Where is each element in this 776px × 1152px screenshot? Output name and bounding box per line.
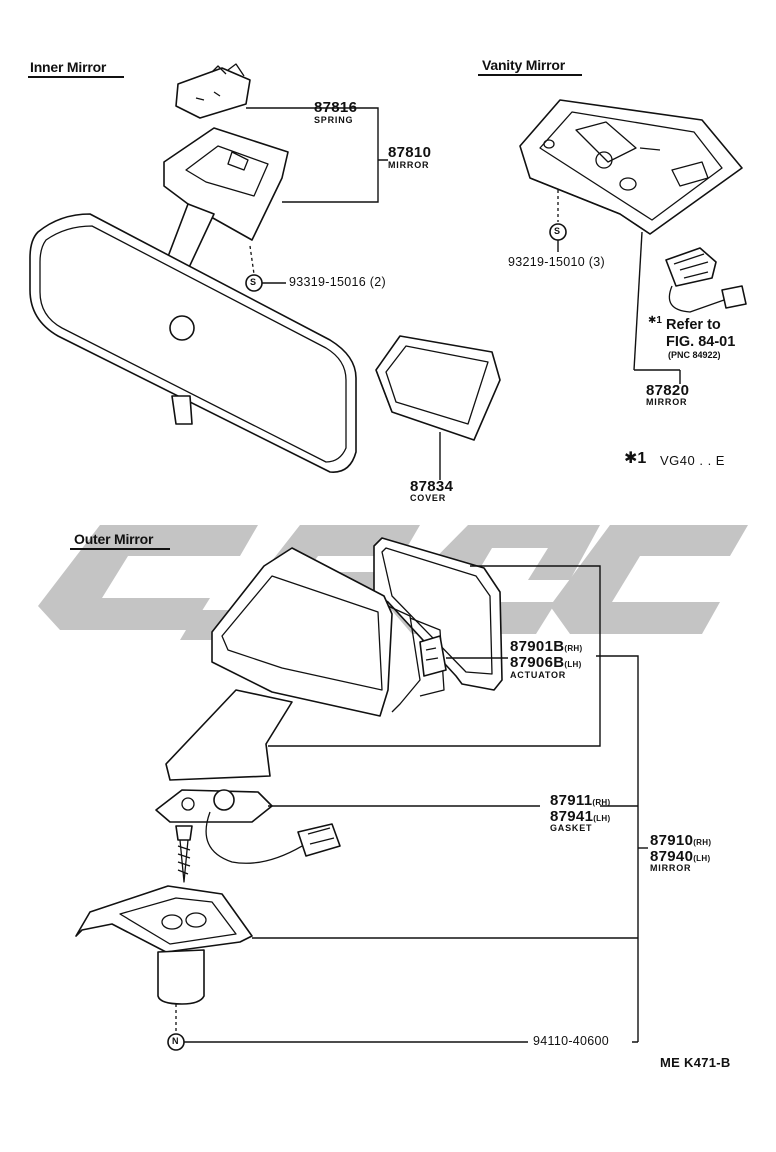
leader-outer-group (596, 655, 639, 1042)
part-number-outer-rh: 87910(RH) (650, 832, 712, 849)
part-number-inner-screw: 93319-15016 (2) (289, 275, 386, 289)
part-number-actuator-lh: 87906B(LH) (510, 654, 582, 671)
part-number-outer-bolt: 94110-40600 (533, 1034, 610, 1048)
section-underline (478, 74, 582, 76)
reference-line-2: FIG. 84-01 (666, 334, 736, 350)
leader-vanity-mirror (633, 231, 643, 371)
part-number-gasket-rh: 87911(RH) (550, 792, 611, 809)
inner-mirror-drawing (29, 63, 501, 480)
reference-mark: ✱1 (648, 315, 662, 326)
part-number-vanity-mirror: 87820 (646, 382, 690, 399)
leader-inner-mirror (282, 107, 388, 203)
part-number-inner-mirror: 87810 (388, 144, 432, 161)
part-number-actuator-rh: 87901B(RH) (510, 638, 583, 655)
reference-line-1: Refer to (666, 317, 721, 333)
part-name-actuator: ACTUATOR (510, 670, 567, 680)
drawing-code: ME K471-B (660, 1055, 731, 1070)
part-number-gasket-lh: 87941(LH) (550, 808, 611, 825)
outer-mirror-drawing (75, 537, 648, 1051)
section-title-vanity-mirror: Vanity Mirror (482, 57, 565, 73)
part-name-cover: COVER (410, 493, 447, 503)
part-number-spring: 87816 (314, 99, 358, 116)
part-name-outer-mirror: MIRROR (650, 863, 692, 873)
reference-line-3: (PNC 84922) (668, 350, 721, 360)
symbol-n: N (172, 1036, 179, 1046)
part-name-vanity-mirror: MIRROR (646, 397, 688, 407)
part-number-vanity-screw: 93219-15010 (3) (508, 255, 605, 269)
symbol-s-inner: S (250, 277, 257, 287)
note-text: VG40 . . E (660, 453, 725, 468)
section-underline (28, 76, 124, 78)
part-number-outer-lh: 87940(LH) (650, 848, 711, 865)
part-number-cover: 87834 (410, 478, 454, 495)
section-underline (70, 548, 170, 550)
section-title-inner-mirror: Inner Mirror (30, 59, 107, 75)
note-mark: ✱1 (624, 450, 647, 467)
watermark-shape-1 (38, 525, 258, 630)
symbol-s-vanity: S (554, 226, 561, 236)
part-name-spring: SPRING (314, 115, 354, 125)
vanity-mirror-drawing (519, 99, 747, 384)
section-title-outer-mirror: Outer Mirror (74, 531, 154, 547)
part-name-inner-mirror: MIRROR (388, 160, 430, 170)
part-name-gasket: GASKET (550, 823, 593, 833)
